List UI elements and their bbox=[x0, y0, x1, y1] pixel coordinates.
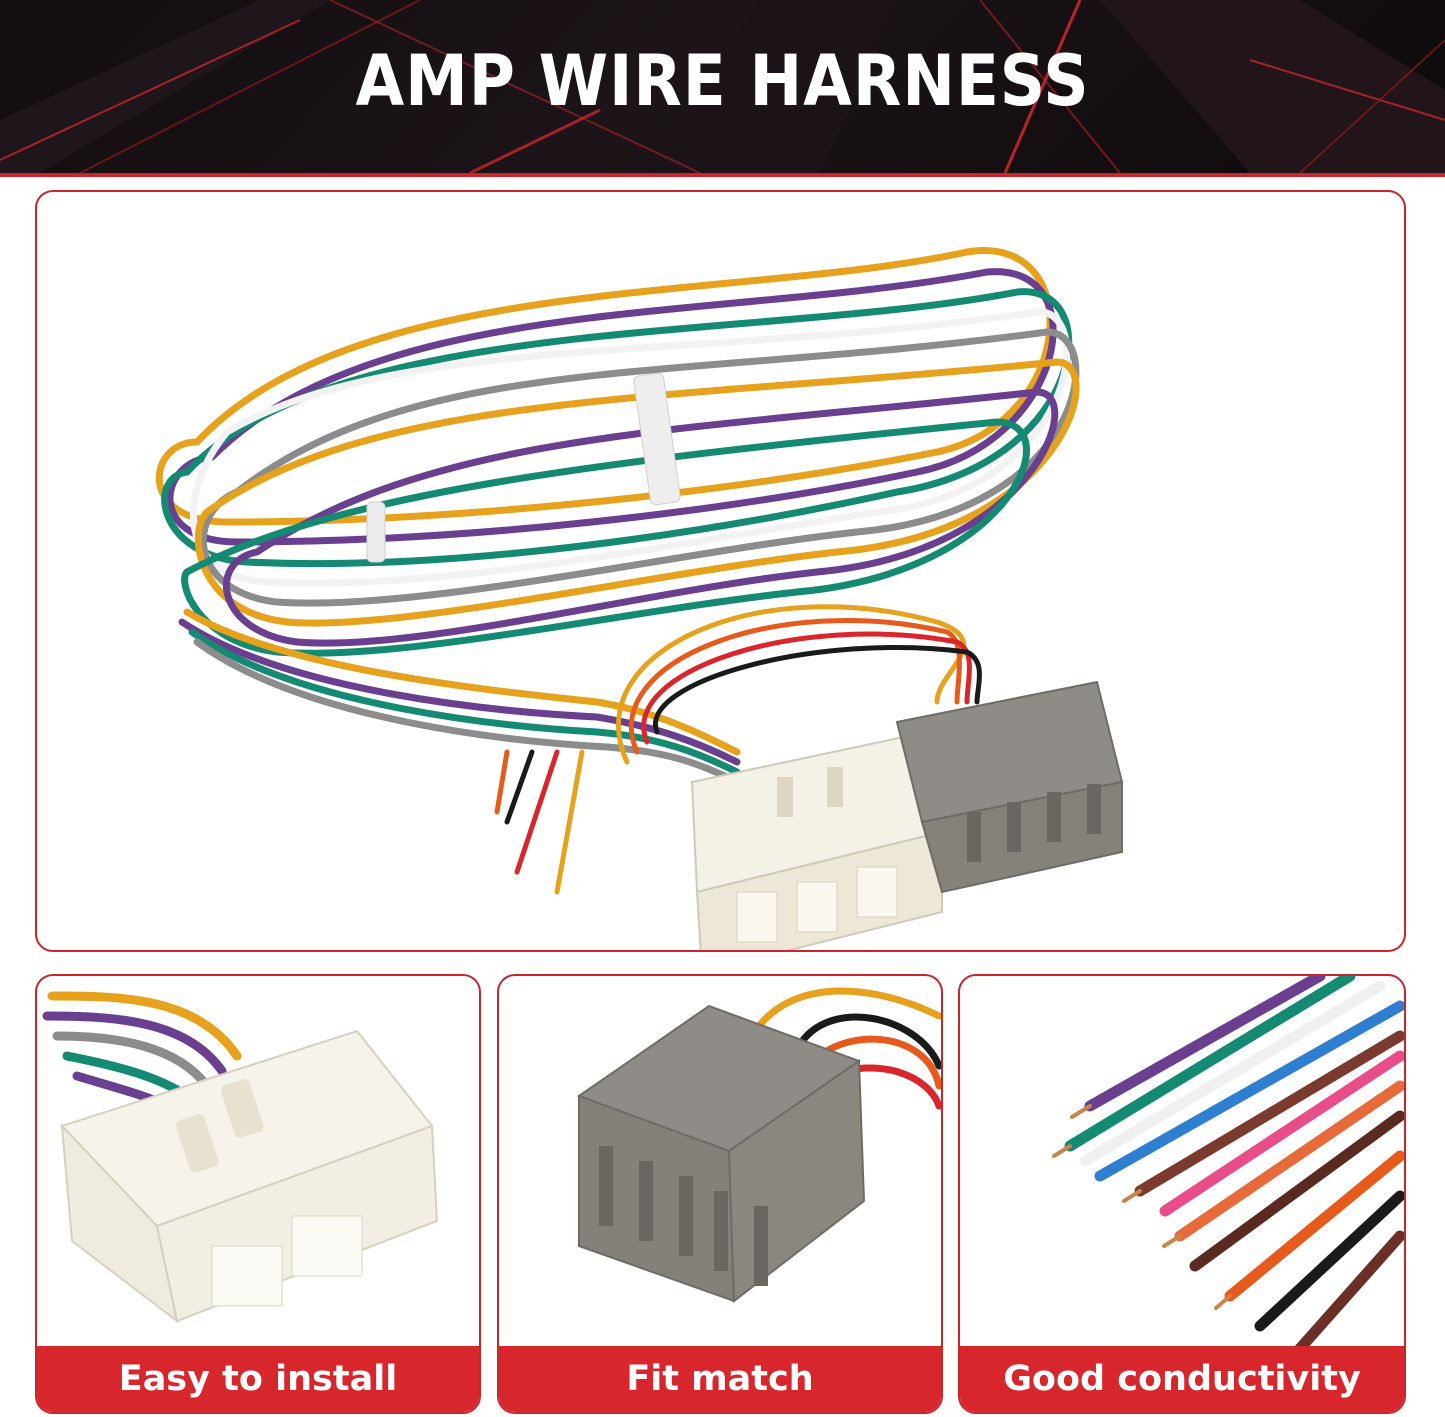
feature-caption: Easy to install bbox=[37, 1346, 479, 1412]
gray-connector-photo bbox=[576, 987, 941, 1303]
wire-harness-photo bbox=[155, 247, 1124, 950]
title-banner: AMP WIRE HARNESS bbox=[0, 0, 1445, 173]
main-product-photo-panel bbox=[35, 190, 1406, 952]
feature-panel-fit-match: Fit match bbox=[497, 974, 943, 1414]
white-connector-photo bbox=[42, 991, 439, 1324]
banner-divider bbox=[0, 173, 1445, 177]
page-title: AMP WIRE HARNESS bbox=[355, 40, 1090, 122]
feature-caption: Fit match bbox=[499, 1346, 941, 1412]
feature-panel-good-conductivity: Good conductivity bbox=[958, 974, 1406, 1414]
banner-background-graphic bbox=[0, 0, 1445, 173]
feature-panel-easy-install: Easy to install bbox=[35, 974, 481, 1414]
stripped-wires-photo bbox=[1052, 976, 1404, 1386]
feature-caption: Good conductivity bbox=[960, 1346, 1404, 1412]
